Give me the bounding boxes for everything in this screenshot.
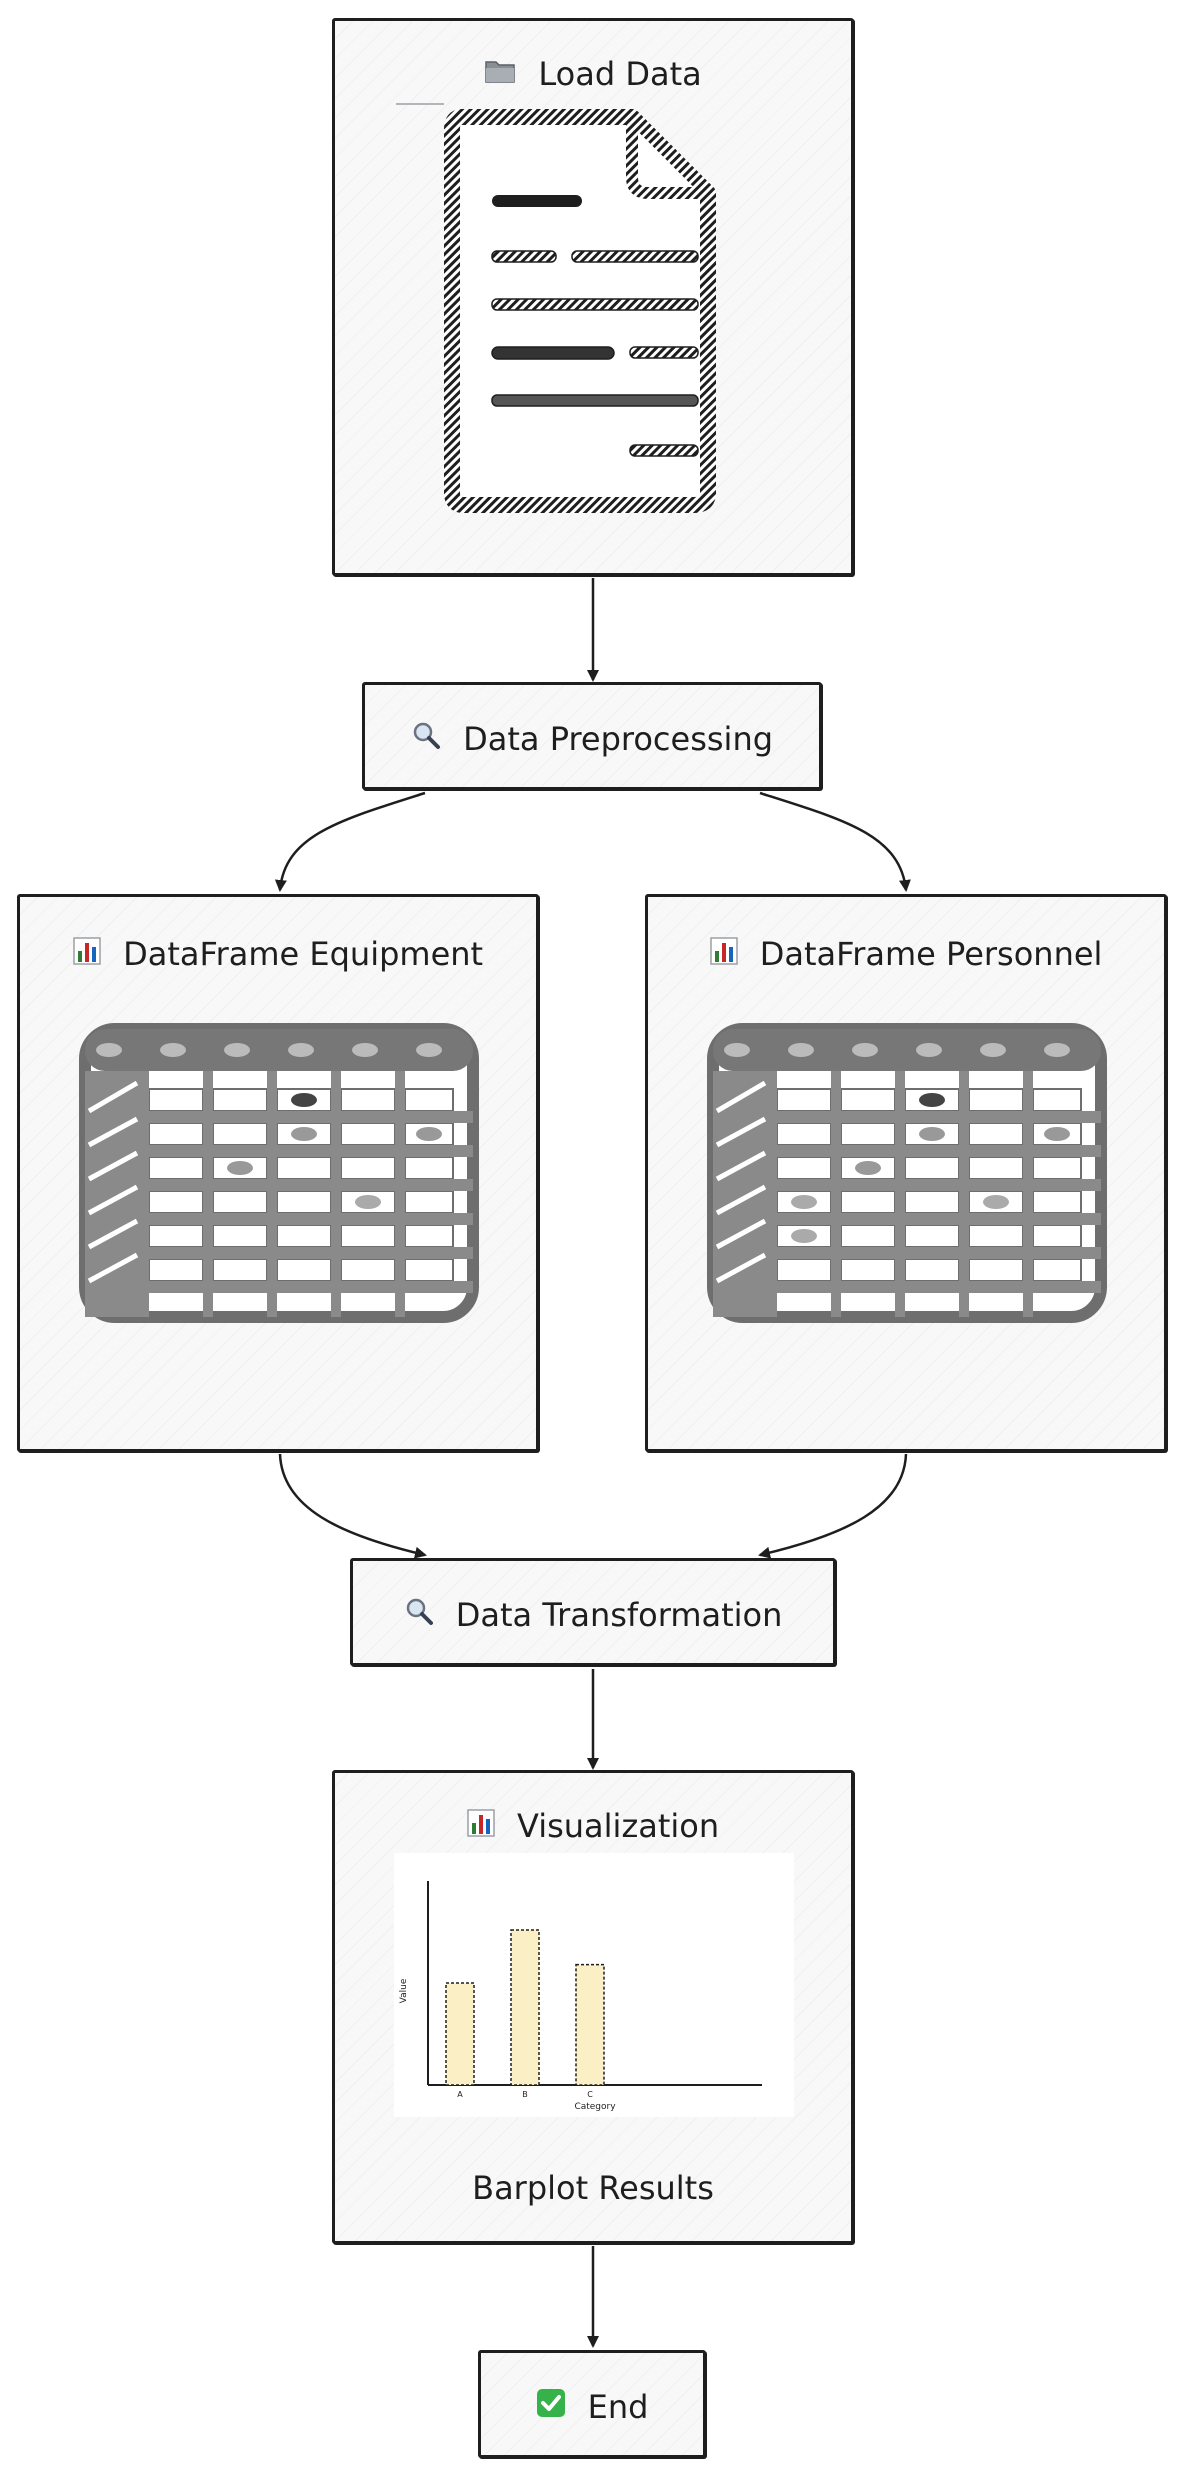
arrow-equipment-to-transform <box>278 1453 427 1559</box>
end-node[interactable]: End <box>478 2350 706 2458</box>
dataframe-personnel-node[interactable]: DataFrame Personnel <box>645 894 1167 1452</box>
data-preprocessing-label: Data Preprocessing <box>463 720 774 758</box>
dataframe-equipment-label: DataFrame Equipment <box>123 935 484 973</box>
barplot-results-caption: Barplot Results <box>472 2169 714 2207</box>
visualization-label: Visualization <box>517 1807 720 1845</box>
data-transformation-node[interactable]: Data Transformation <box>350 1558 836 1666</box>
bar-chart-icon <box>709 937 738 965</box>
visualization-title: Visualization <box>335 1805 851 1845</box>
magnifier-icon <box>404 1596 434 1626</box>
end-label: End <box>587 2388 649 2426</box>
x-tick-label: B <box>522 2090 528 2099</box>
x-tick-label: C <box>587 2090 593 2099</box>
data-preprocessing-title: Data Preprocessing <box>365 718 819 758</box>
arrow-preprocess-to-equipment <box>274 791 426 892</box>
folder-icon <box>484 57 516 85</box>
table-grid-icon <box>79 1023 479 1323</box>
load-data-node[interactable]: Load Data <box>332 18 854 576</box>
dataframe-equipment-node[interactable]: DataFrame Equipment <box>17 894 539 1452</box>
visualization-node[interactable]: Visualization A B C Category Value Barplot… <box>332 1770 854 2244</box>
load-data-title: Load Data <box>335 53 851 93</box>
document-icon <box>396 103 716 513</box>
check-icon <box>536 2388 566 2418</box>
x-tick-label: A <box>457 2090 463 2099</box>
x-axis-label: Category <box>574 2102 616 2112</box>
data-transformation-title: Data Transformation <box>353 1594 833 1634</box>
barplot-chart: A B C Category Value <box>394 1853 794 2117</box>
arrow-preprocess-to-personnel <box>759 791 911 892</box>
bar-c <box>575 1963 605 2086</box>
dataframe-personnel-label: DataFrame Personnel <box>759 935 1103 973</box>
arrow-personnel-to-transform <box>758 1453 908 1559</box>
dataframe-personnel-title: DataFrame Personnel <box>648 933 1164 973</box>
table-grid-icon <box>707 1023 1107 1323</box>
bar-chart-icon <box>467 1809 495 1837</box>
end-title: End <box>481 2386 703 2426</box>
bar-b <box>510 1929 540 2086</box>
load-data-label: Load Data <box>538 55 702 93</box>
y-axis-label: Value <box>399 1978 409 2003</box>
bar-chart-icon <box>73 937 101 965</box>
magnifier-icon <box>411 720 441 750</box>
dataframe-equipment-title: DataFrame Equipment <box>20 933 536 973</box>
data-preprocessing-node[interactable]: Data Preprocessing <box>362 682 822 790</box>
bar-a <box>445 1982 475 2086</box>
data-transformation-label: Data Transformation <box>455 1596 783 1634</box>
